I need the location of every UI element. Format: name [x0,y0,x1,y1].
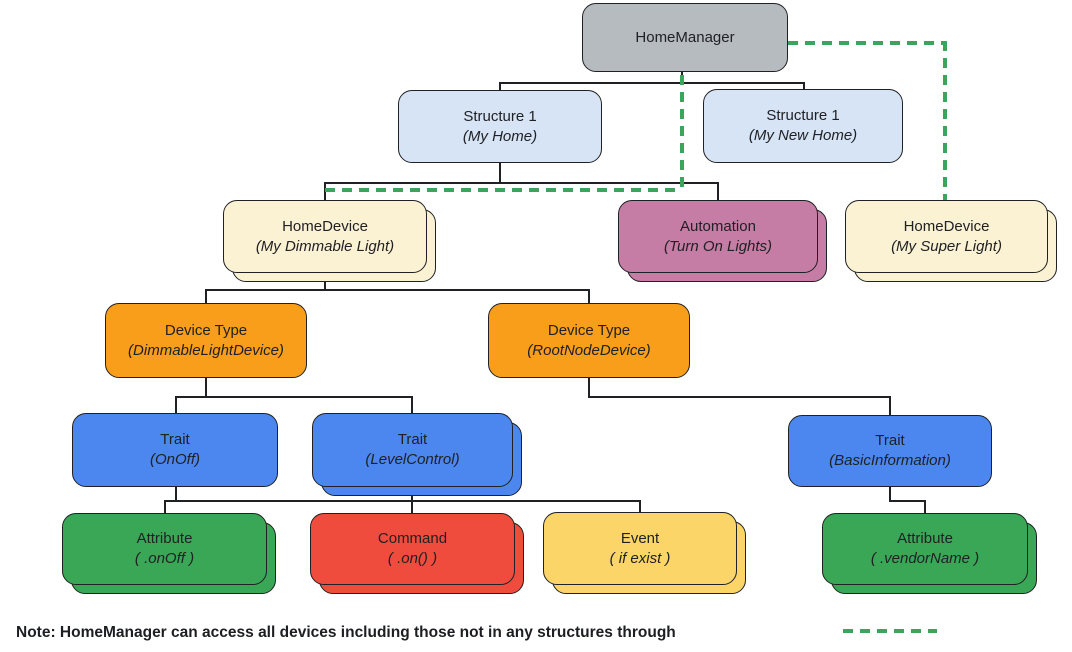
node-title: HomeManager [635,28,735,46]
connector-line [164,500,641,502]
card: Attribute ( .vendorName ) [822,513,1028,585]
node-subtitle: (My Super Light) [891,237,1002,255]
node-subtitle: (RootNodeDevice) [527,341,651,359]
node-subtitle: (Turn On Lights) [663,237,773,255]
node-title: Event [620,529,660,547]
card: HomeDevice (My Dimmable Light) [223,200,427,273]
node-subtitle: (LevelControl) [365,451,460,468]
node-subtitle: (My Dimmable Light) [255,237,395,255]
connector-line [205,289,207,304]
connector-line [324,182,719,184]
node-subtitle: ( .vendorName ) [870,550,980,567]
card: Trait (OnOff) [72,413,278,487]
dashed-connector [325,188,682,192]
dashed-connector [788,41,946,45]
node-subtitle: (DimmableLightDevice) [128,341,284,359]
connector-line [588,396,891,398]
connector-line [499,82,501,92]
footnote-dashed-line-sample [843,629,937,633]
node-title: Attribute [897,530,953,547]
connector-line [205,289,590,291]
node-subtitle: (BasicInformation) [829,452,951,469]
node-trait-levelcontrol: Trait (LevelControl) [312,413,522,496]
card: Event ( if exist ) [543,512,737,585]
connector-line [205,378,207,398]
node-title: Attribute [136,530,193,547]
node-trait-onoff: Trait (OnOff) [72,413,278,487]
connector-line [889,500,926,502]
node-title: Structure 1 [463,107,537,125]
node-title: Command [377,530,448,547]
node-attribute-vendorname: Attribute ( .vendorName ) [822,513,1037,594]
connector-line [411,495,413,502]
connector-line [889,396,891,416]
connector-line [499,163,501,184]
connector-line [175,487,177,502]
card: Trait (LevelControl) [312,413,513,487]
connector-line [411,396,413,414]
node-trait-basicinfo: Trait (BasicInformation) [788,415,992,487]
card: Device Type (RootNodeDevice) [488,303,690,378]
connector-line [588,378,590,398]
node-title: Automation [680,217,756,235]
node-subtitle: (My New Home) [748,127,858,144]
node-title: Trait [160,431,190,448]
node-devicetype-dimmable: Device Type (DimmableLightDevice) [105,303,307,378]
connector-line [324,280,326,291]
node-subtitle: (OnOff) [149,451,200,468]
node-title: Trait [397,431,428,448]
node-devicetype-rootnode: Device Type (RootNodeDevice) [488,303,690,378]
node-attribute-onoff: Attribute ( .onOff ) [62,513,276,594]
card: Structure 1 (My Home) [398,90,602,163]
connector-line [924,500,926,514]
card: Structure 1 (My New Home) [703,89,903,163]
card: Device Type (DimmableLightDevice) [105,303,307,378]
card: Automation (Turn On Lights) [618,200,818,273]
connector-line [717,182,719,201]
connector-line [175,396,177,414]
node-structure-my-home: Structure 1 (My Home) [398,90,602,163]
card: HomeManager [582,3,788,72]
node-title: Device Type [164,321,248,339]
node-title: Trait [875,432,905,449]
node-subtitle: (My Home) [462,127,538,145]
card: Attribute ( .onOff ) [62,513,267,585]
node-homedevice-super: HomeDevice (My Super Light) [845,200,1057,282]
footnote-text: Note: HomeManager can access all devices… [16,624,676,641]
node-title: Structure 1 [766,107,840,124]
node-homemanager: HomeManager [582,3,788,72]
connector-line [889,487,891,502]
connector-line [411,500,413,514]
node-homedevice-dimmable: HomeDevice (My Dimmable Light) [223,200,436,282]
card: Trait (BasicInformation) [788,415,992,487]
node-subtitle: ( .on() ) [387,550,438,567]
node-structure-my-new-home: Structure 1 (My New Home) [703,89,903,163]
connector-line [803,82,805,92]
node-event-ifexist: Event ( if exist ) [543,512,746,594]
card: Command ( .on() ) [310,513,515,585]
connector-line [164,500,166,514]
node-automation: Automation (Turn On Lights) [618,200,827,282]
dashed-connector [943,41,947,200]
node-title: Device Type [547,321,631,339]
connector-line [639,500,641,513]
card: HomeDevice (My Super Light) [845,200,1048,273]
node-command-on: Command ( .on() ) [310,513,524,594]
node-title: HomeDevice [282,217,368,235]
node-title: HomeDevice [903,217,990,235]
connector-line [175,396,413,398]
node-subtitle: ( if exist ) [609,549,671,567]
connector-line [499,82,805,84]
dashed-connector [680,75,684,191]
connector-line [588,289,590,304]
node-subtitle: ( .onOff ) [134,550,195,567]
